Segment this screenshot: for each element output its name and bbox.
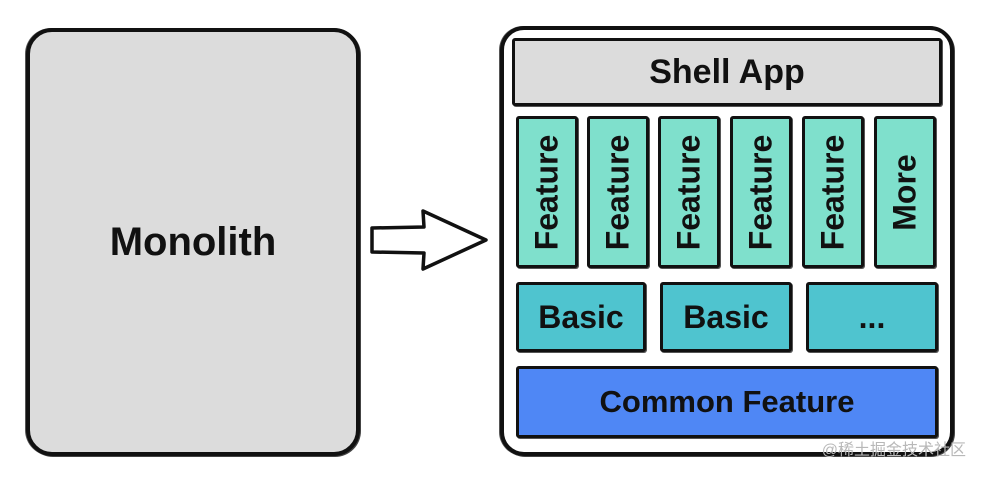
watermark-text: @稀土掘金技术社区 (821, 442, 966, 459)
shell-app-box: Shell App (512, 38, 942, 106)
feature-box: Feature (516, 116, 578, 268)
basic-label: Basic (538, 298, 624, 335)
feature-label: Feature (670, 134, 707, 250)
hollow-right-arrow-icon (370, 209, 488, 271)
feature-box: Feature (802, 116, 864, 268)
monolith-block: Monolith (26, 28, 360, 456)
feature-box: Feature (658, 116, 720, 268)
basic-label: Basic (683, 298, 769, 335)
feature-label: Feature (528, 134, 565, 250)
common-feature-box: Common Feature (516, 366, 938, 438)
ellipsis-box: ... (806, 282, 938, 352)
feature-box: Feature (587, 116, 649, 268)
shell-app-label: Shell App (649, 52, 805, 91)
feature-label: Feature (814, 134, 851, 250)
basic-box: Basic (516, 282, 646, 352)
basic-box: Basic (660, 282, 792, 352)
more-label: More (886, 153, 923, 231)
feature-label: Feature (599, 134, 636, 250)
common-feature-label: Common Feature (599, 384, 855, 419)
ellipsis-label: ... (858, 298, 886, 335)
feature-label: Feature (742, 134, 779, 250)
feature-box: Feature (730, 116, 792, 268)
monolith-label: Monolith (109, 219, 277, 264)
more-box: More (874, 116, 936, 268)
